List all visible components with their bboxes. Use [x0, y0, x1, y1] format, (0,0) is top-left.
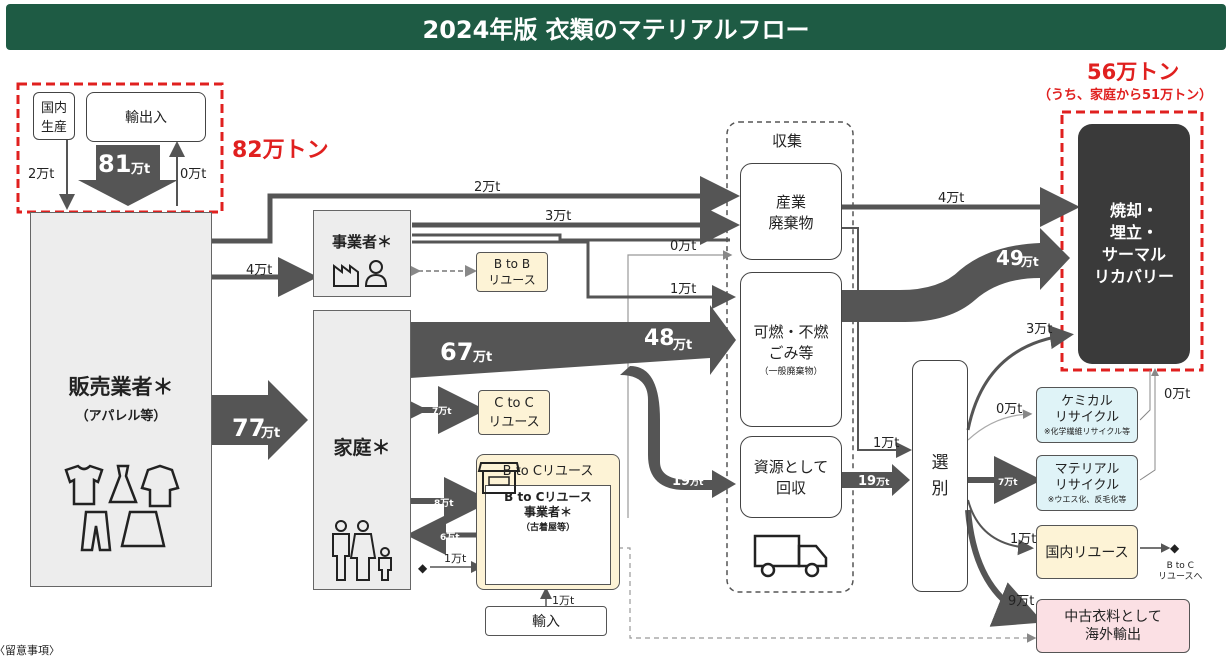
burnable-disposal-arrow	[842, 228, 1070, 322]
disposal-total: 56万トン	[1087, 60, 1180, 84]
sorting-box: 選 別	[912, 360, 968, 592]
chemical-note: ※化学繊維リサイクル等	[1043, 426, 1131, 436]
household-label: 家庭＊	[333, 437, 391, 459]
material-note: ※ウエス化、反毛化等	[1047, 494, 1127, 504]
export-flow-label: 0万t	[180, 167, 207, 182]
retail-household-unit: 万t	[261, 426, 281, 441]
household-main-value: 67	[440, 338, 474, 366]
overseas-export-box: 中古衣料として 海外輸出	[1036, 599, 1190, 653]
business-label: 事業者＊	[331, 233, 392, 251]
sort-material-label: 7万t	[998, 478, 1018, 488]
disposal-highlight	[1060, 110, 1204, 372]
burnable-box: 可燃・不燃 ごみ等 （一般廃棄物）	[740, 272, 842, 427]
b2c-operator-box: B to Cリユース 事業者＊ （古着屋等）	[477, 462, 611, 585]
to-b2c-label: 8万t	[434, 499, 454, 509]
sort-disposal-label: 3万t	[1026, 322, 1053, 337]
c2c-reuse-box: C to C リユース	[478, 390, 550, 435]
retailer-label: 販売業者＊	[68, 375, 174, 399]
household-box: 家庭＊	[313, 310, 411, 590]
material-recycle-box: マテリアル リサイクル ※ウエス化、反毛化等	[1036, 455, 1138, 511]
import-flow-unit: 万t	[131, 162, 151, 177]
factory-person-icon	[333, 260, 388, 287]
to-resource-value: 19	[672, 474, 691, 489]
chemical-recycle-box: ケミカル リサイクル ※化学繊維リサイクル等	[1036, 387, 1138, 443]
to-resource-label: 19万t	[672, 474, 703, 489]
sort-overseas-label: 9万t	[1008, 594, 1035, 609]
burnable-disposal-value: 49	[996, 246, 1024, 270]
import-flow-value: 81	[98, 150, 132, 178]
resource-sort-value: 19	[858, 474, 877, 489]
domestic-flow-label: 2万t	[28, 167, 55, 182]
domestic-production-box: 国内 生産	[33, 92, 75, 140]
resource-sort-unit: 万t	[876, 478, 890, 488]
truck-icon	[753, 534, 828, 578]
collection-label: 収集	[772, 132, 803, 150]
import-arrow	[78, 145, 178, 206]
to-burnable-value: 48	[644, 326, 675, 351]
domestic-reuse-box: 国内リユース	[1036, 525, 1138, 579]
resource-box: 資源として 回収	[740, 436, 842, 518]
page-title: 2024年版 衣類のマテリアルフロー	[6, 4, 1226, 50]
family-icon	[332, 520, 392, 581]
business-burnable1-label: 1万t	[670, 282, 697, 297]
to-burnable-unit: 万t	[673, 338, 693, 353]
footer-note: 〈留意事項〉	[0, 644, 60, 657]
retail-household-value: 77	[232, 414, 266, 442]
disposal-box: 焼却・ 埋立・ サーマル リカバリー	[1078, 124, 1190, 364]
b2c-operator-label: B to Cリユース 事業者＊	[504, 490, 592, 519]
material-label: マテリアル リサイクル	[1054, 461, 1120, 493]
supply-total: 82万トン	[232, 138, 329, 163]
industrial-disposal-label: 4万t	[938, 191, 965, 206]
industrial-waste-box: 産業 廃棄物	[740, 163, 842, 260]
from-b2c-label: 6万t	[440, 533, 460, 543]
retail-industrial-label: 2万t	[474, 180, 501, 195]
b2c-group-label: B to Cリユース	[502, 464, 594, 479]
household-main-unit: 万t	[473, 350, 493, 365]
retail-household-arrow	[212, 380, 308, 460]
b2c-reuse-note: B to C リユースへ	[1158, 561, 1203, 582]
b2c-group: B to Cリユース B to Cリユース 事業者＊ （古着屋等）	[476, 454, 620, 590]
retail-business-label: 4万t	[246, 263, 273, 278]
recycle-disposal-label: 0万t	[1164, 387, 1191, 402]
shop-icon	[477, 462, 521, 494]
disposal-note: （うち、家庭から51万トン）	[1038, 88, 1213, 103]
sort-chemical-label: 0万t	[996, 402, 1023, 417]
burnable-note: （一般廃棄物）	[759, 367, 823, 377]
sort-domestic-reuse-label: 1万t	[1010, 532, 1037, 547]
retailer-sub: （アパレル等）	[75, 409, 167, 424]
industrial-sort-label: 1万t	[873, 436, 900, 451]
diamond-flow-label: 1万t	[444, 552, 467, 565]
c2c-flow-label: 7万t	[432, 407, 452, 417]
import-b2c-label: 1万t	[552, 594, 575, 607]
burnable-label: 可燃・不燃 ごみ等	[753, 323, 829, 362]
import-box: 輸入	[485, 606, 607, 636]
chemical-label: ケミカル リサイクル	[1054, 393, 1120, 425]
b2c-operator-note: （古着屋等）	[520, 523, 575, 533]
business-industrial-label: 3万t	[545, 209, 572, 224]
collection-frame	[726, 121, 854, 593]
clothes-icon	[64, 464, 180, 552]
import-export-box: 輸出入	[86, 92, 206, 142]
resource-sort-label: 19万t	[858, 474, 889, 489]
burnable-disposal-unit: 万t	[1021, 255, 1039, 269]
retailer-box: 販売業者＊ （アパレル等）	[30, 212, 212, 587]
b2c-diamond: ◆	[1170, 541, 1180, 555]
b2b-reuse-box: B to B リユース	[476, 252, 548, 292]
diamond-marker: ◆	[418, 561, 428, 575]
to-resource-unit: 万t	[690, 478, 704, 488]
business-box: 事業者＊	[313, 210, 411, 297]
business-burnable0-label: 0万t	[670, 239, 697, 254]
